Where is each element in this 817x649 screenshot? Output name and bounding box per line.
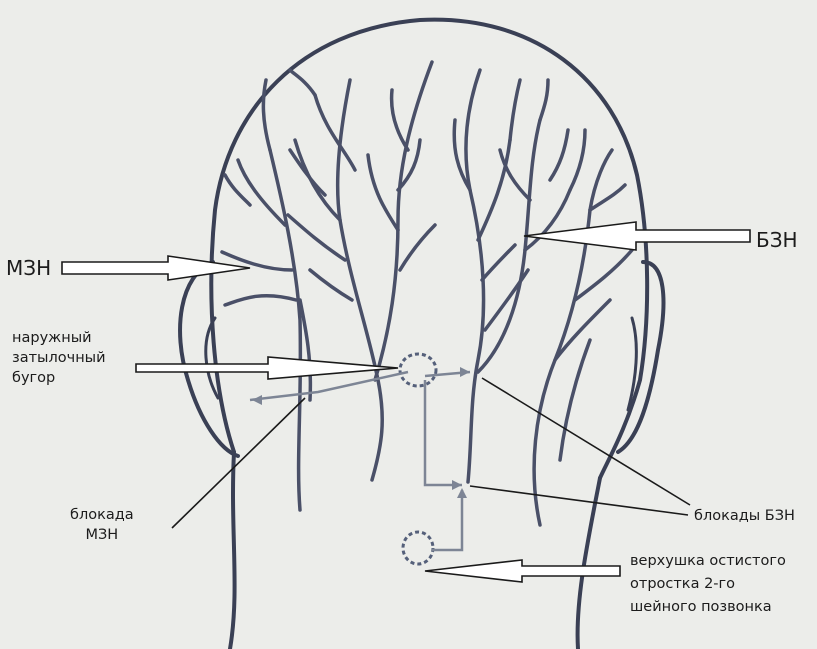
label-bzn: БЗН	[756, 228, 798, 252]
protuberance-line-3: бугор	[12, 368, 106, 388]
spinous-line-2: отростка 2-го	[630, 573, 786, 596]
protuberance-line-2: затылочный	[12, 348, 106, 368]
label-mzn-block: блокада МЗН	[70, 505, 134, 545]
label-bzn-blocks: блокады БЗН	[694, 506, 795, 526]
mzn-block-line-1: блокада	[70, 505, 134, 525]
mzn-block-line-2: МЗН	[70, 525, 134, 545]
label-mzn: МЗН	[6, 256, 51, 280]
spinous-line-3: шейного позвонка	[630, 596, 786, 619]
label-external-occipital-protuberance: наружный затылочный бугор	[12, 328, 106, 388]
label-c2-spinous-process: верхушка остистого отростка 2-го шейного…	[630, 550, 786, 619]
protuberance-line-1: наружный	[12, 328, 106, 348]
spinous-line-1: верхушка остистого	[630, 550, 786, 573]
